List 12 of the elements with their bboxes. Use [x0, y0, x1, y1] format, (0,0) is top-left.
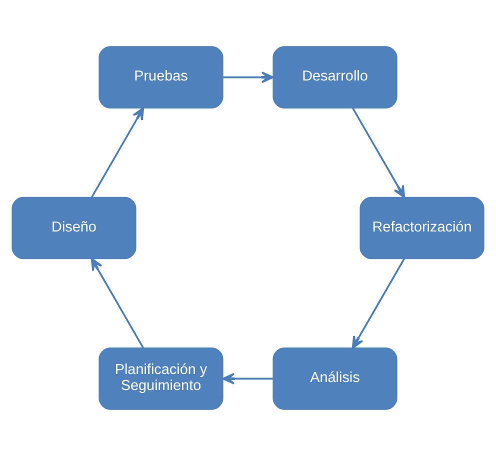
node-box: Diseño: [12, 196, 136, 260]
arrow: [352, 258, 405, 349]
arrow: [90, 258, 144, 348]
arrow: [91, 107, 144, 198]
node-box: Desarrollo: [272, 46, 398, 108]
arrow: [352, 108, 406, 198]
arrow: [222, 372, 273, 384]
node-box: Análisis: [272, 348, 398, 410]
node-box: Refactorización: [360, 196, 484, 260]
arrow: [223, 72, 274, 84]
node-box: Planificación y Seguimiento: [98, 348, 224, 410]
node-box: Pruebas: [98, 46, 224, 108]
